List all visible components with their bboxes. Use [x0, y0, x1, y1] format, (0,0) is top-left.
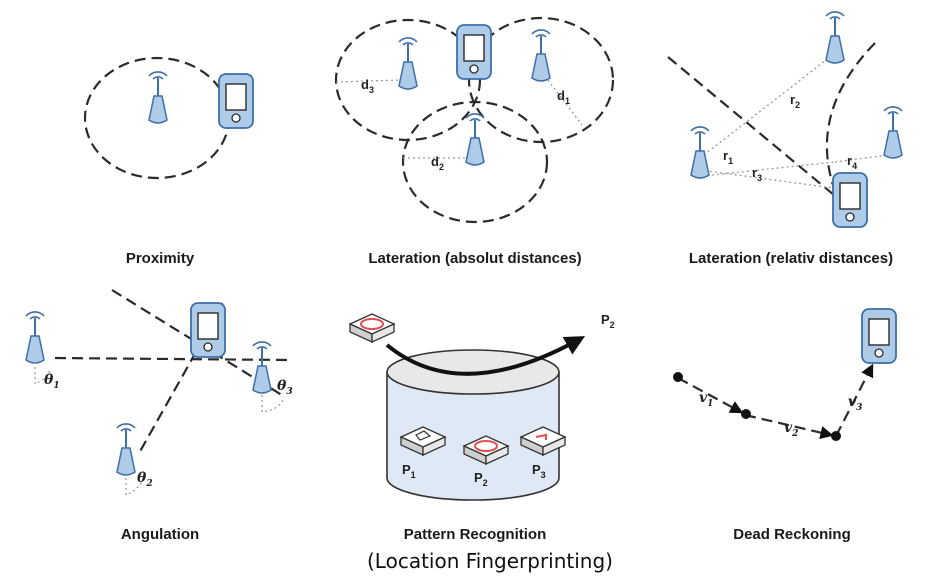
label-r4: r4: [847, 153, 857, 171]
antenna-icon: [465, 112, 485, 166]
caption-proximity: Proximity: [126, 250, 195, 267]
database-cylinder-icon: [386, 349, 560, 501]
label-r2: r2: [790, 92, 800, 110]
label-p2-output: P2: [601, 312, 615, 330]
label-theta3: θ3: [277, 378, 293, 397]
antenna-icon: [25, 310, 45, 364]
caption-pattern-recognition: Pattern Recognition: [404, 526, 547, 543]
waypoint: [673, 372, 683, 382]
lateration-absolute-panel: d3 d1 d2 Lateration (absolut distances): [334, 16, 615, 267]
smartphone-icon: [456, 24, 492, 80]
caption-dead-reckoning: Dead Reckoning: [733, 526, 851, 543]
lateration-relative-panel: r2 r1 r3 r4 Lateration (relativ distance…: [667, 10, 903, 267]
label-r1: r1: [723, 148, 733, 166]
fingerprint-card-icon: [520, 426, 566, 456]
smartphone-icon: [218, 73, 254, 129]
fingerprint-card-icon: [349, 313, 395, 343]
label-theta1: θ1: [44, 372, 60, 391]
label-p2-inner: P2: [474, 470, 488, 488]
label-p3: P3: [532, 462, 546, 480]
proximity-panel: Proximity: [83, 56, 254, 267]
dead-reckoning-panel: v1 v2 v3 Dead Reckoning: [673, 308, 897, 543]
fingerprint-card-icon: [400, 426, 446, 456]
caption-lateration-absolute: Lateration (absolut distances): [368, 250, 581, 267]
antenna-icon: [116, 422, 136, 476]
caption-lateration-relative: Lateration (relativ distances): [689, 250, 893, 267]
antenna-icon: [690, 125, 710, 179]
label-theta2: θ2: [137, 470, 153, 489]
caption-fingerprinting: (Location Fingerprinting): [367, 549, 613, 573]
waypoint: [831, 431, 841, 441]
label-v2: v2: [784, 420, 798, 439]
label-d2: d2: [431, 154, 444, 172]
smartphone-icon: [861, 308, 897, 364]
antenna-icon: [531, 28, 551, 82]
label-v3: v3: [848, 394, 862, 413]
antenna-icon: [825, 10, 845, 64]
label-v1: v1: [699, 390, 713, 409]
smartphone-icon: [190, 302, 226, 358]
label-p1: P1: [402, 462, 416, 480]
label-r3: r3: [752, 165, 762, 183]
fingerprint-card-icon: [463, 435, 509, 465]
antenna-icon: [883, 105, 903, 159]
label-d1: d1: [557, 88, 570, 106]
waypoint: [741, 409, 751, 419]
pattern-recognition-panel: P1 P2 P3 P2 Pattern Recognition (Locatio…: [349, 312, 615, 573]
smartphone-icon: [832, 172, 868, 228]
caption-angulation: Angulation: [121, 526, 199, 543]
antenna-icon: [252, 340, 272, 394]
angulation-panel: θ1 θ2 θ3 Angulation: [25, 289, 293, 543]
antenna-icon: [398, 36, 418, 90]
label-d3: d3: [361, 77, 374, 95]
antenna-icon: [148, 70, 168, 124]
